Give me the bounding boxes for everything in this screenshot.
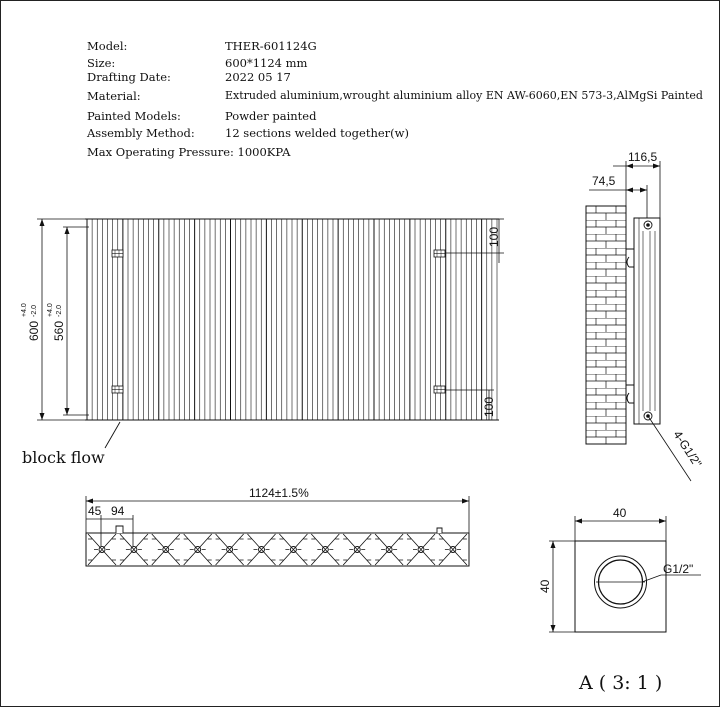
max-pressure-text: Max Operating Pressure: 1000KPA bbox=[87, 145, 291, 159]
depth-wall-value: 74,5 bbox=[592, 174, 616, 188]
bracket-offset-top-value: 100 bbox=[487, 227, 501, 247]
top-view-port-right bbox=[436, 527, 443, 533]
height-inner-value: 560 bbox=[52, 321, 66, 341]
detail-view-title: A ( 3: 1 ) bbox=[578, 672, 662, 694]
painted-models-value: Powder painted bbox=[225, 109, 317, 123]
painted-models-label: Painted Models: bbox=[87, 109, 181, 123]
height-inner-tol-lower: -2.0 bbox=[56, 305, 63, 317]
side-view: 116,5 74,5 4-G1/2" bbox=[585, 150, 705, 482]
height-outer-tol-lower: -2.0 bbox=[31, 305, 38, 317]
section-profile bbox=[183, 533, 212, 566]
dimension-depth bbox=[589, 161, 661, 218]
top-view: 1124±1.5% 45 94 bbox=[85, 486, 470, 567]
model-label: Model: bbox=[87, 39, 128, 53]
top-view-port-left bbox=[115, 525, 124, 533]
model-value: THER-601124G bbox=[225, 39, 317, 53]
section-profile bbox=[247, 533, 276, 566]
height-outer-value: 600 bbox=[27, 321, 41, 341]
bracket-offset-bottom-value: 100 bbox=[482, 397, 496, 417]
side-bracket-bottom bbox=[626, 384, 635, 404]
material-value: Extruded aluminium,wrought aluminium all… bbox=[225, 89, 703, 102]
assembly-method-value: 12 sections welded together(w) bbox=[225, 126, 409, 140]
height-outer-tol-upper: +4.0 bbox=[21, 303, 28, 317]
detail-width-value: 40 bbox=[613, 506, 627, 520]
section-profile bbox=[438, 533, 468, 566]
wall-bracket-bottom-right bbox=[433, 385, 446, 394]
dimension-detail bbox=[549, 516, 701, 633]
flow-label: block flow bbox=[22, 448, 105, 467]
dimension-bracket-offset-top bbox=[445, 218, 504, 263]
brick-wall bbox=[585, 205, 627, 445]
detail-view-a: 40 40 G1/2" A ( 3: 1 ) bbox=[538, 506, 701, 694]
depth-total-value: 116,5 bbox=[628, 150, 657, 164]
dimension-width bbox=[85, 496, 470, 546]
wall-bracket-top-left bbox=[111, 249, 124, 258]
section-profile bbox=[87, 533, 117, 566]
section-profile bbox=[119, 533, 149, 566]
detail-thread-value: G1/2" bbox=[663, 562, 693, 576]
pitch-value: 94 bbox=[111, 504, 125, 518]
section-profile bbox=[342, 533, 372, 566]
section-profile bbox=[215, 533, 244, 566]
size-value: 600*1124 mm bbox=[225, 56, 308, 70]
drafting-date-value: 2022 05 17 bbox=[225, 70, 291, 84]
drafting-date-label: Drafting Date: bbox=[87, 70, 171, 84]
section-profile bbox=[279, 533, 308, 566]
assembly-method-label: Assembly Method: bbox=[87, 126, 195, 140]
connection-label: 4-G1/2" bbox=[670, 428, 704, 470]
flow-leader-line bbox=[104, 421, 121, 449]
section-profile bbox=[374, 533, 404, 566]
wall-bracket-top-right bbox=[433, 249, 446, 258]
size-label: Size: bbox=[87, 56, 116, 70]
section-profile bbox=[151, 533, 181, 566]
section-profile bbox=[311, 533, 340, 566]
wall-bracket-bottom-left bbox=[111, 385, 124, 394]
dimension-height-outer bbox=[37, 218, 85, 421]
material-label: Material: bbox=[87, 89, 141, 103]
detail-height-value: 40 bbox=[538, 579, 552, 593]
dimension-height-inner bbox=[63, 226, 89, 416]
connection-leader-line bbox=[647, 415, 692, 482]
section-profile bbox=[406, 533, 436, 566]
radiator-top-profile bbox=[85, 532, 470, 567]
edge-offset-value: 45 bbox=[88, 504, 102, 518]
dimension-bracket-offset-bottom bbox=[445, 389, 494, 420]
top-sections bbox=[87, 533, 468, 566]
height-inner-tol-upper: +4.0 bbox=[47, 303, 54, 317]
front-view: 600 +4.0 -2.0 560 +4.0 -2.0 100 bbox=[21, 218, 504, 467]
radiator-side-profile bbox=[633, 217, 661, 425]
width-value: 1124±1.5% bbox=[249, 486, 309, 500]
side-bracket-top bbox=[626, 248, 635, 268]
